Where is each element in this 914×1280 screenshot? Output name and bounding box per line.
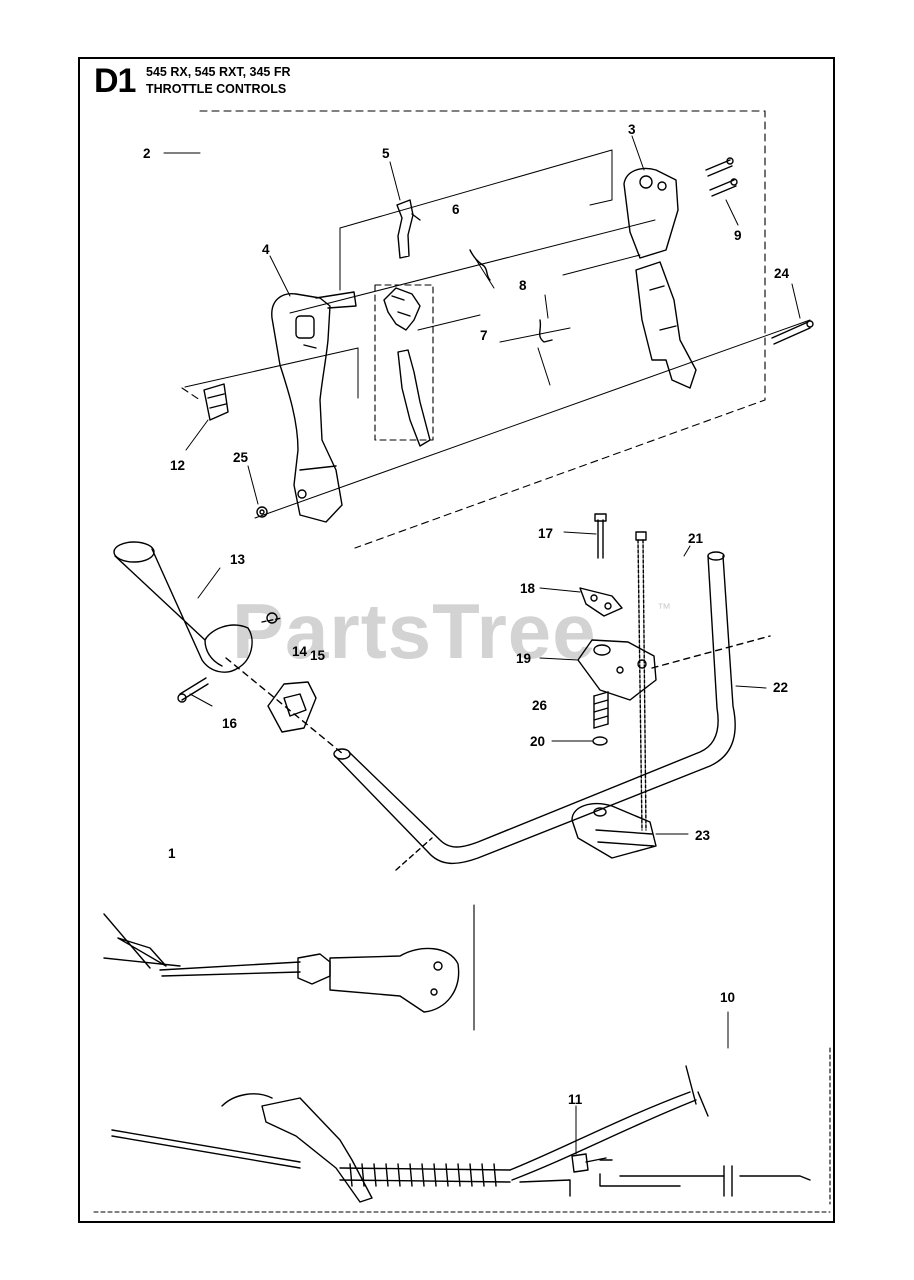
clamp-lower: [571, 802, 657, 859]
callout-10: 10: [720, 990, 735, 1005]
callout-23: 23: [695, 828, 711, 843]
long-bolt: [635, 531, 647, 831]
handle-grip: [113, 541, 253, 673]
callout-leaders: [163, 135, 801, 1155]
dashed-separator: [93, 904, 831, 1213]
handle-housing-left: [271, 291, 357, 523]
assembled-handle-view: [103, 913, 460, 1013]
clamp-upper: [577, 639, 657, 701]
callout-15: 15: [310, 648, 326, 663]
callout-7: 7: [480, 328, 488, 343]
watermark-text: PartsTree: [232, 587, 597, 675]
throttle-trigger: [383, 287, 431, 447]
throttle-lock: [396, 199, 421, 259]
callout-labels: 1 2 3 4 5 6 7 8 9 10 11 12 13 14 15 16 1…: [143, 122, 790, 1107]
callout-11: 11: [568, 1092, 583, 1107]
throttle-cable-view: [111, 1065, 811, 1203]
callout-13: 13: [230, 552, 246, 567]
lock-plate: [579, 587, 623, 617]
callout-4: 4: [262, 242, 270, 257]
handlebar-tube: [225, 551, 771, 871]
callout-5: 5: [382, 146, 390, 161]
diagram-title: THROTTLE CONTROLS: [146, 82, 287, 96]
callout-19: 19: [516, 651, 531, 666]
callout-14: 14: [292, 644, 308, 659]
callout-21: 21: [688, 531, 704, 546]
dashed-group-upper: [181, 110, 766, 549]
callout-2: 2: [143, 146, 151, 161]
callout-26: 26: [532, 698, 548, 713]
diagram-code: D1: [94, 62, 136, 100]
springs: [469, 249, 553, 343]
callout-17: 17: [538, 526, 553, 541]
spring-26: [593, 691, 609, 729]
callout-18: 18: [520, 581, 536, 596]
callout-12: 12: [170, 458, 185, 473]
grip-nut: [261, 612, 283, 624]
bolt-17: [594, 513, 607, 559]
callout-1: 1: [168, 846, 176, 861]
callout-24: 24: [774, 266, 790, 281]
callout-8: 8: [519, 278, 527, 293]
callout-20: 20: [530, 734, 545, 749]
callout-22: 22: [773, 680, 788, 695]
clamp-block: [267, 681, 317, 733]
dashed-group-inner: [374, 284, 434, 441]
callout-25: 25: [233, 450, 249, 465]
washer: [592, 736, 608, 746]
callout-3: 3: [628, 122, 636, 137]
screw-pair: [705, 157, 738, 197]
nut: [256, 506, 268, 518]
handle-housing-right: [623, 167, 697, 389]
model-list: 545 RX, 545 RXT, 345 FR: [146, 65, 291, 79]
axis-lines: [184, 149, 811, 519]
callout-16: 16: [222, 716, 238, 731]
clamp-bolt: [177, 677, 209, 703]
callout-6: 6: [452, 202, 460, 217]
diagram-frame: [78, 57, 835, 1223]
watermark-trademark: ™: [657, 600, 671, 616]
callout-9: 9: [734, 228, 742, 243]
handle-clip: [203, 383, 229, 421]
long-screw: [771, 320, 814, 345]
